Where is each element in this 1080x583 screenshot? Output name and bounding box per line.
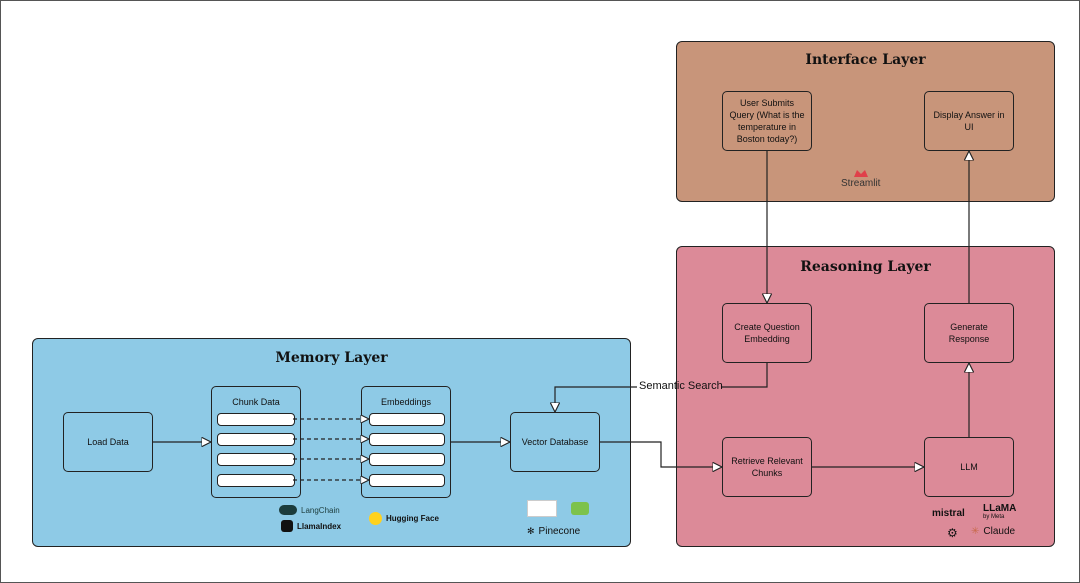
embedding-slot xyxy=(369,433,445,446)
llamaindex-logo: LlamaIndex xyxy=(281,520,341,532)
llama-logo: LLaMA by Meta xyxy=(983,503,1017,521)
streamlit-icon xyxy=(853,170,868,177)
load-data-node[interactable]: Load Data xyxy=(63,412,153,472)
huggingface-icon xyxy=(369,512,382,525)
streamlit-logo: Streamlit xyxy=(841,169,880,189)
embeddings-label: Embeddings xyxy=(380,397,432,407)
openai-icon: ⚙ xyxy=(947,526,958,540)
memory-layer-title: Memory Layer xyxy=(275,350,388,366)
generate-response-node[interactable]: Generate Response xyxy=(924,303,1014,363)
user-query-node[interactable]: User Submits Query (What is the temperat… xyxy=(722,91,812,151)
embedding-slot xyxy=(369,413,445,426)
llm-node[interactable]: LLM xyxy=(924,437,1014,497)
chunk-data-label: Chunk Data xyxy=(232,397,280,407)
embedding-slot xyxy=(369,474,445,487)
display-answer-node[interactable]: Display Answer in UI xyxy=(924,91,1014,151)
pinecone-icon: ✻ xyxy=(527,526,535,536)
openai-logo: ⚙ xyxy=(947,526,958,540)
reasoning-layer-title: Reasoning Layer xyxy=(800,259,931,275)
mistral-logo: mistral xyxy=(932,508,965,519)
embedding-slot xyxy=(369,453,445,466)
interface-layer-title: Interface Layer xyxy=(805,52,926,68)
langchain-logo: LangChain xyxy=(279,505,340,515)
semantic-search-label: Semantic Search xyxy=(639,380,723,392)
edge-vectordb-to-retrieve xyxy=(600,441,722,467)
create-question-embedding-node[interactable]: Create Question Embedding xyxy=(722,303,812,363)
huggingface-logo: Hugging Face xyxy=(369,512,439,525)
chunk-data-node[interactable]: Chunk Data xyxy=(211,386,301,498)
claude-logo: ✳ Claude xyxy=(971,526,1016,537)
claude-icon: ✳ xyxy=(971,526,980,537)
langchain-icon xyxy=(279,505,297,515)
chroma-icon xyxy=(527,500,557,517)
edge-semantic-search xyxy=(555,386,637,412)
llamaindex-icon xyxy=(281,520,293,532)
pinecone-logo: ✻ Pinecone xyxy=(527,526,581,537)
weaviate-icon xyxy=(571,502,589,515)
retrieve-chunks-node[interactable]: Retrieve Relevant Chunks xyxy=(722,437,812,497)
vector-store-icons xyxy=(527,500,589,517)
vector-database-node[interactable]: Vector Database xyxy=(510,412,600,472)
edge-semantic-search xyxy=(721,363,768,388)
embeddings-node[interactable]: Embeddings xyxy=(361,386,451,498)
